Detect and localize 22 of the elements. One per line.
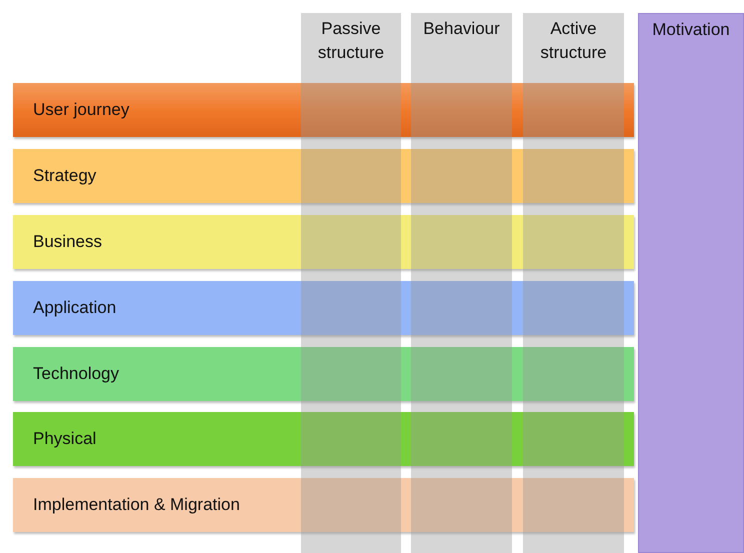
layer-bar xyxy=(13,347,634,401)
layer-label: Implementation & Migration xyxy=(33,494,240,516)
column-heading: Active structure xyxy=(539,18,608,64)
layer-bar xyxy=(13,83,634,137)
column-heading: Passive structure xyxy=(316,18,386,64)
layer-label: Physical xyxy=(33,428,96,450)
layer-bar xyxy=(13,412,634,466)
column-heading: Behaviour xyxy=(423,18,500,40)
layer-label: Technology xyxy=(33,363,120,385)
aspect-column xyxy=(301,13,401,553)
aspect-column xyxy=(523,13,624,553)
layer-label: Application xyxy=(33,297,116,319)
layer-bar xyxy=(13,215,634,269)
layer-label: Strategy xyxy=(33,165,96,187)
layer-bar xyxy=(13,281,634,335)
layer-label: User journey xyxy=(33,99,130,121)
layer-bar xyxy=(13,149,634,203)
layer-bar xyxy=(13,478,634,532)
column-heading: Motivation xyxy=(652,19,730,41)
aspect-column xyxy=(411,13,512,553)
motivation-column xyxy=(638,13,744,553)
layer-label: Business xyxy=(33,231,102,253)
